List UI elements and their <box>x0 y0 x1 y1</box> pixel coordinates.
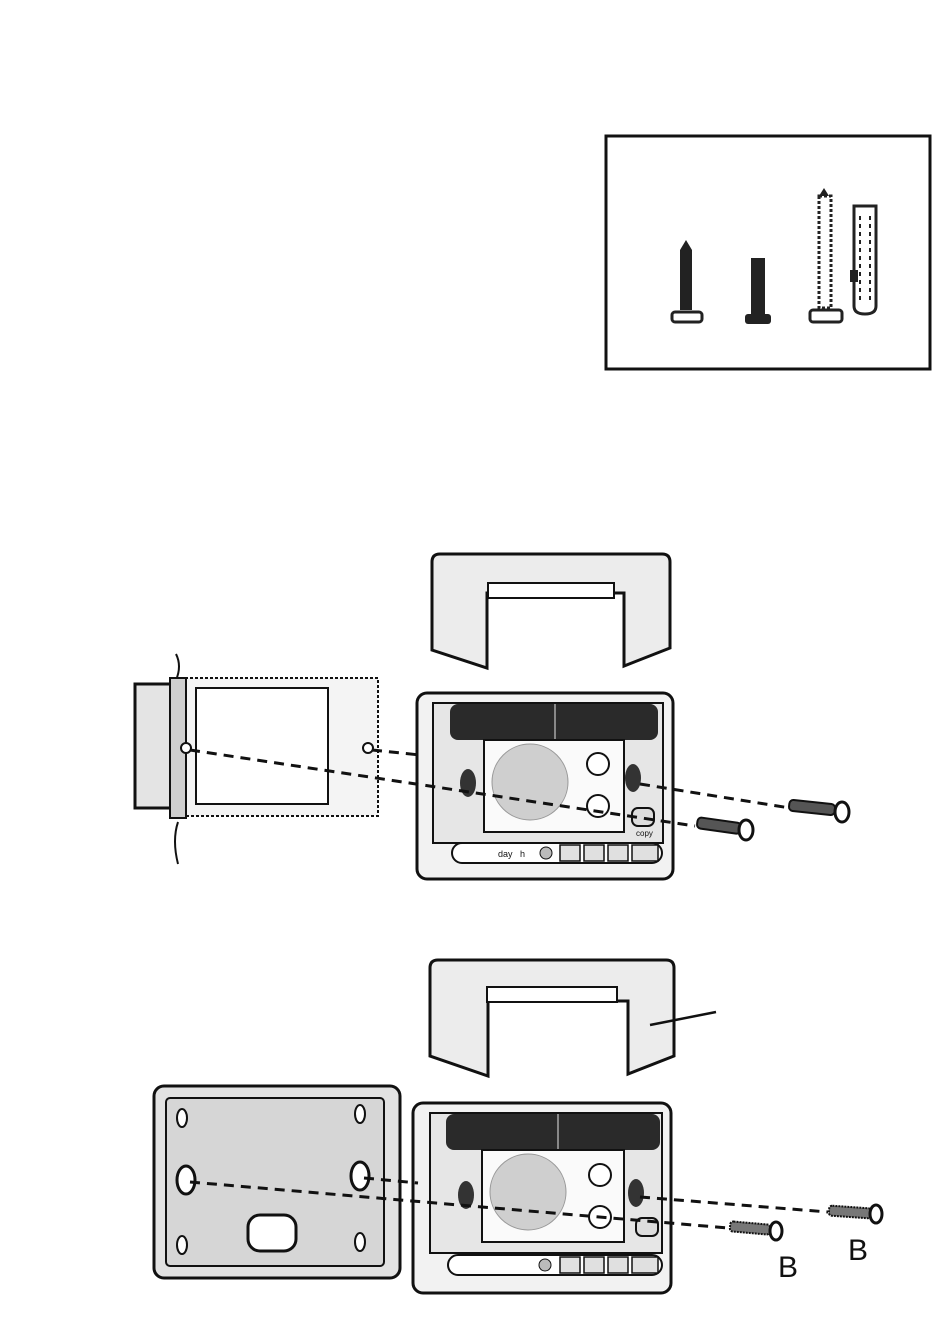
mode-label: copy <box>636 829 653 838</box>
wall-box <box>135 654 378 864</box>
lower-assembly <box>154 960 882 1293</box>
thermostat-body-lower <box>413 1103 671 1293</box>
knob-icon <box>587 753 609 775</box>
mode-label: day <box>498 849 513 859</box>
dial-icon <box>492 744 568 820</box>
screw-icon <box>829 1205 882 1223</box>
mount-slot <box>625 764 641 792</box>
mode-label: h <box>520 849 525 859</box>
screw-label-b: B <box>848 1236 868 1266</box>
screw-icon <box>730 1221 782 1240</box>
battery-pack <box>446 1114 660 1150</box>
upper-assembly: day h copy <box>135 554 849 879</box>
front-cover-lower <box>430 960 716 1076</box>
knob-icon <box>589 1164 611 1186</box>
wall-plug-icon <box>850 206 876 314</box>
knob-icon <box>587 795 609 817</box>
front-cover-upper <box>432 554 670 668</box>
fixings-frame <box>606 136 930 369</box>
dial-icon <box>490 1154 566 1230</box>
screw-icon <box>697 817 753 840</box>
fixings-box <box>606 136 930 369</box>
thermostat-body-upper: day h copy <box>417 693 673 879</box>
mount-slot <box>628 1179 644 1207</box>
screw-icon <box>789 800 849 822</box>
screw-label-b: B <box>778 1253 798 1283</box>
